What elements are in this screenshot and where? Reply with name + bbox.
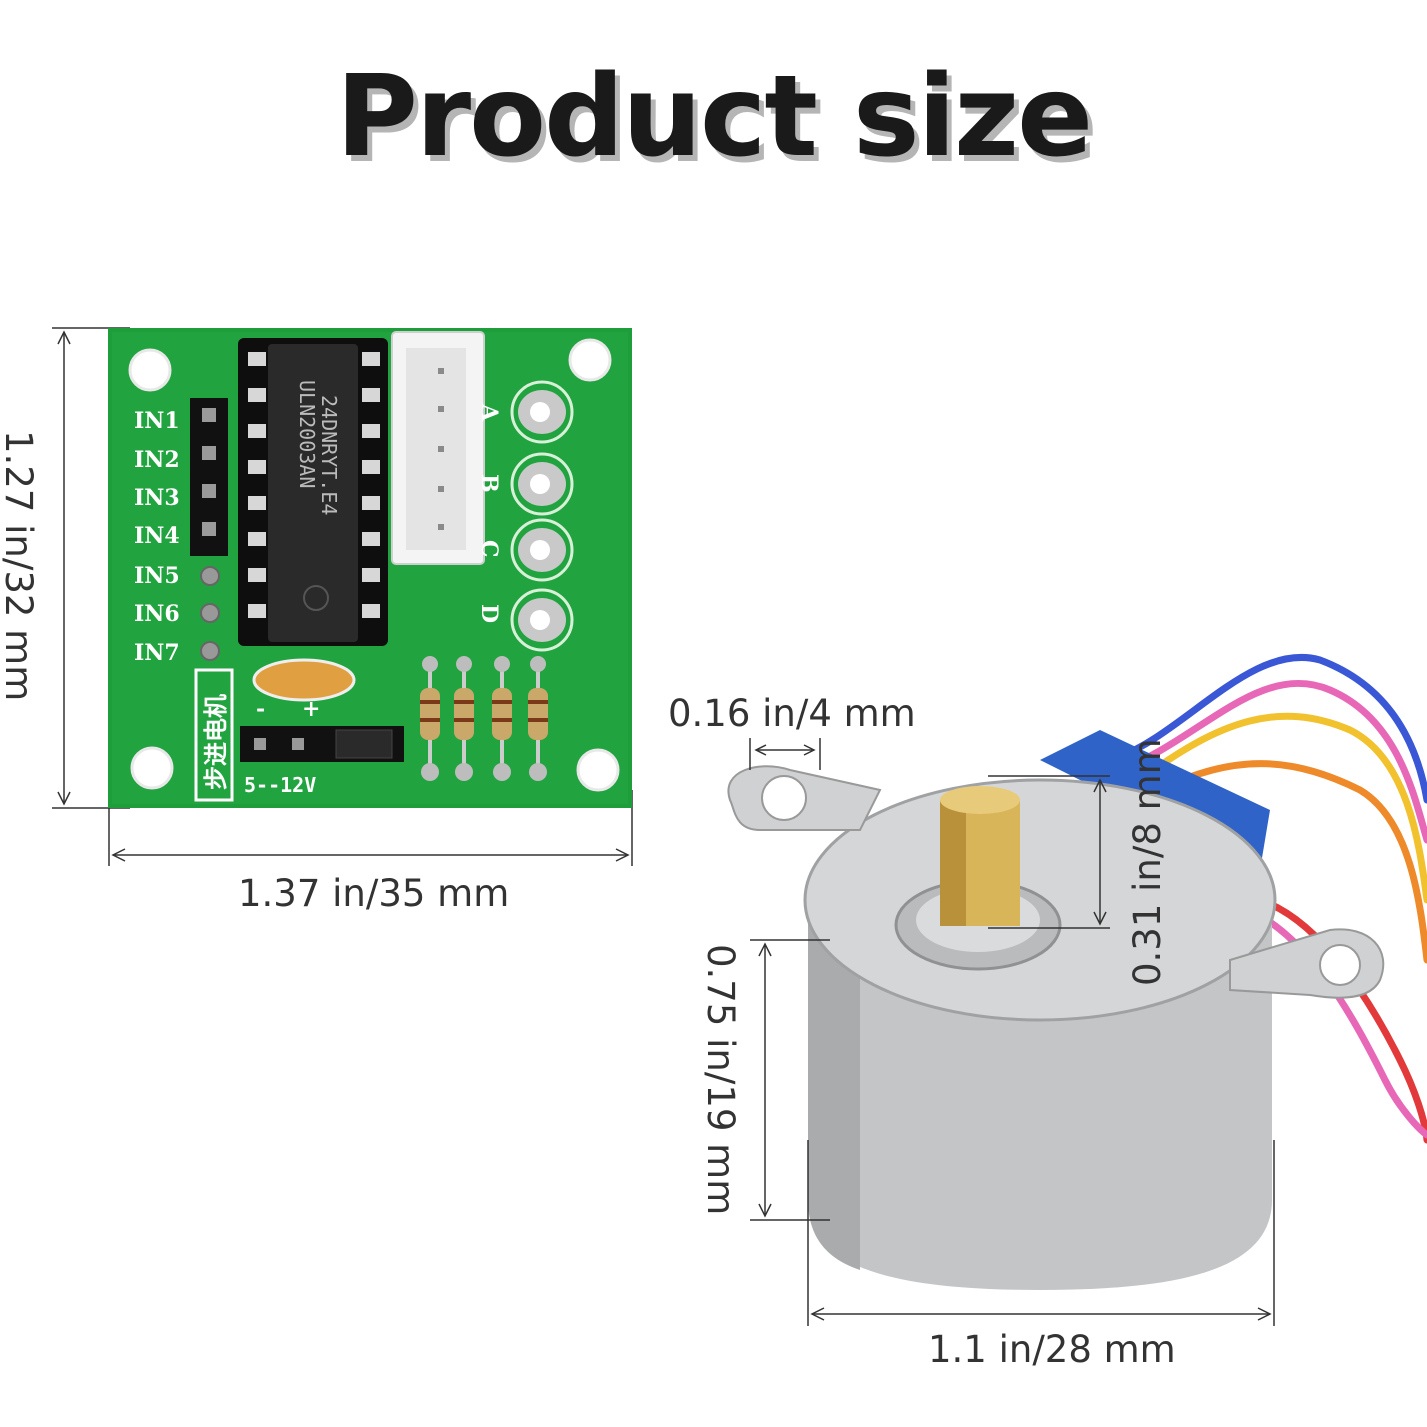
pin-label-in3: IN3	[134, 485, 180, 511]
pin-label-in5: IN5	[134, 563, 180, 589]
stepper-motor	[727, 654, 1427, 1290]
plus-label: +	[302, 696, 320, 722]
mounting-holes	[128, 338, 620, 792]
pin-label-in2: IN2	[134, 447, 180, 473]
led-label-b: B	[476, 474, 502, 493]
capacitor	[252, 658, 356, 702]
power-jumper	[240, 726, 404, 762]
motor-label: 步进电机	[202, 694, 230, 790]
pin-label-in6: IN6	[134, 601, 180, 627]
led-label-a: A	[476, 403, 502, 422]
led-label-c: C	[476, 540, 502, 558]
ear-hole-label: 0.16 in/4 mm	[668, 692, 916, 735]
motor-diameter-label: 1.1 in/28 mm	[928, 1328, 1176, 1371]
led-label-d: D	[476, 604, 502, 623]
chip-marking-1: 24DNRYT.E4	[317, 395, 341, 515]
motor-wires	[1106, 654, 1427, 1144]
page-title: Product size	[335, 52, 1093, 182]
motor-dimension-lines	[749, 738, 1275, 1326]
power-label: 5--12V	[244, 773, 316, 797]
shaft-label: 0.31 in/8 mm	[1126, 738, 1169, 986]
board-height-label: 1.27 in/32 mm	[0, 430, 40, 702]
pin-label-in1: IN1	[134, 408, 180, 434]
driver-chip: 24DNRYT.E4 ULN2003AN	[238, 338, 388, 646]
minus-label: -	[256, 696, 265, 722]
driver-board: IN1 IN2 IN3 IN4 IN5 IN6 IN7 24DNRYT.E4 U…	[108, 328, 632, 808]
motor-shaft	[940, 786, 1020, 926]
board-dimension-lines	[52, 327, 633, 866]
chip-marking-2: ULN2003AN	[295, 380, 319, 488]
body-height-label: 0.75 in/19 mm	[699, 944, 742, 1216]
pin-label-in7: IN7	[134, 640, 180, 666]
board-width-label: 1.37 in/35 mm	[238, 872, 510, 915]
resistors	[420, 656, 548, 781]
pin-label-in4: IN4	[134, 523, 180, 549]
status-leds	[510, 380, 574, 652]
motor-connector	[391, 331, 485, 565]
